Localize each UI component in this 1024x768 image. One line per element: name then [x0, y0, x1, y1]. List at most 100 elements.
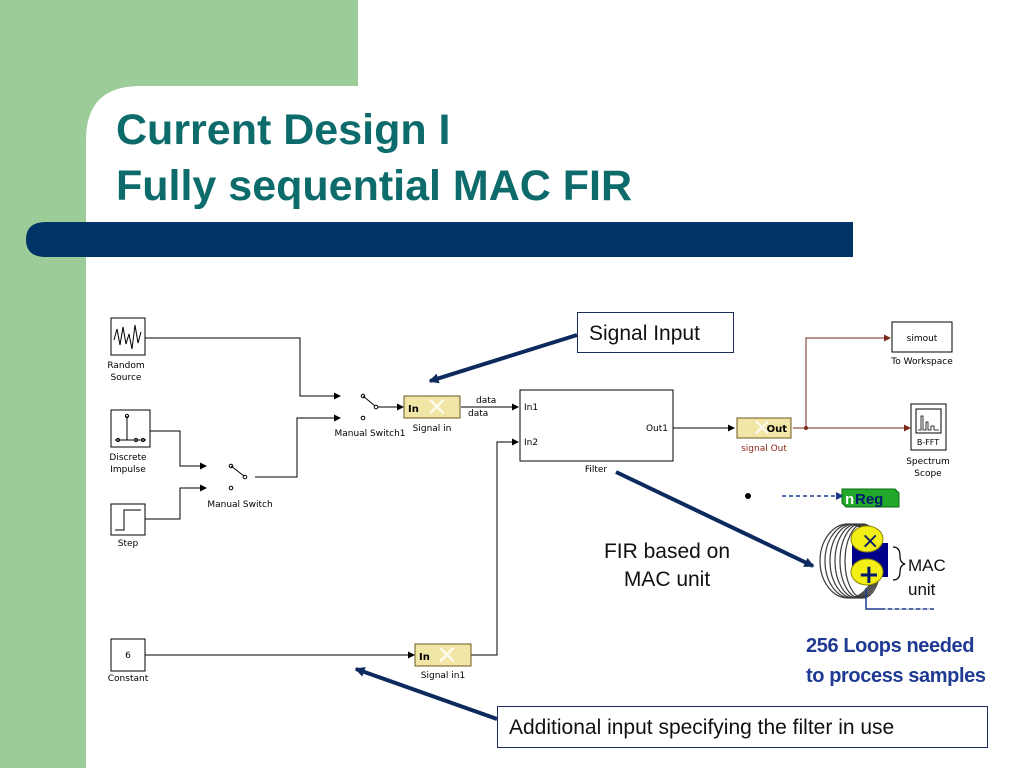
signal-in-port-label: In	[408, 404, 419, 415]
signal-in1-box	[414, 643, 472, 667]
random-source-label-1: Random	[107, 361, 144, 371]
constant-label: Constant	[108, 674, 149, 684]
slide-title-line-2: Fully sequential MAC FIR	[116, 162, 633, 210]
random-signal-icon	[113, 324, 142, 350]
arrow-additional-input	[354, 667, 498, 721]
signal-in1-label: Signal in1	[421, 671, 465, 681]
fir-note-line-2: MAC unit	[623, 568, 711, 591]
spectrum-scope-label-2: Scope	[914, 469, 942, 479]
mac-unit-note: MAC unit	[908, 554, 946, 602]
arrow-signal-input	[428, 333, 578, 384]
switch-output	[242, 474, 248, 480]
multiply-icon: ×	[861, 529, 879, 554]
slide-title-line-1: Current Design I	[116, 106, 451, 154]
branch-point	[804, 426, 808, 430]
signal-in-box	[403, 395, 461, 419]
wire-signalin1-to-filter	[471, 438, 519, 656]
switch1-output	[373, 404, 379, 410]
signal-input-callout: Signal Input	[577, 312, 734, 353]
data-label-top: data	[476, 396, 496, 406]
multiplier-node	[850, 525, 884, 553]
fir-note-line-1: FIR based on	[603, 540, 731, 563]
step-block: Step	[110, 503, 146, 549]
signal-out-port-label: Out	[767, 424, 788, 435]
loops-note-line-2: to process samples	[806, 665, 986, 687]
discrete-impulse-block: Discrete Impulse	[109, 409, 151, 475]
xilinx-x-icon: ✕	[436, 641, 458, 671]
step-label: Step	[118, 539, 139, 549]
scope-screen	[915, 408, 942, 434]
fir-note: FIR based on MAC unit	[572, 538, 762, 594]
simout-label: simout	[907, 334, 938, 344]
constant-value: 6	[125, 651, 131, 661]
reg-label: Reg	[855, 491, 883, 508]
signal-out-block: ✕ Out signal Out	[736, 414, 792, 454]
callout-arrows	[354, 333, 815, 721]
adder-node	[850, 558, 884, 586]
spectrum-scope-block: B-FFT Spectrum Scope	[906, 403, 950, 479]
filter-box	[519, 389, 674, 462]
loops-note: 256 Loops needed to process samples	[806, 631, 986, 691]
signal-out-label: signal Out	[741, 444, 787, 454]
mac-brace	[892, 546, 906, 581]
add-icon: +	[858, 560, 880, 590]
spectrum-icon	[918, 415, 939, 431]
mac-note-line-1: MAC	[908, 556, 946, 575]
impulse-sample-1	[115, 437, 121, 443]
manual-switch-block: Manual Switch	[207, 463, 273, 510]
discrete-impulse-box	[110, 409, 151, 448]
input-dot	[745, 493, 751, 499]
manual-switch-label: Manual Switch	[207, 500, 272, 510]
step-icon	[115, 509, 141, 531]
output-wires	[793, 334, 911, 432]
arrow-filter-to-mac	[615, 470, 815, 568]
wire-random-to-switch1	[145, 337, 341, 400]
xilinx-x-icon: ✕	[752, 414, 772, 442]
manual-switch1-label: Manual Switch1	[334, 429, 405, 439]
signal-in-block: ✕ In Signal in data data	[403, 393, 496, 434]
additional-input-callout: Additional input specifying the filter i…	[497, 706, 988, 748]
manual-switch1-block: Manual Switch1	[334, 393, 406, 439]
sidebar-strip	[0, 0, 86, 768]
to-workspace-block: simout To Workspace	[890, 321, 953, 367]
constant-box	[110, 638, 146, 672]
mac-note-line-2: unit	[908, 580, 936, 599]
mac-output-line	[865, 588, 934, 610]
impulse-sample-2	[133, 437, 139, 443]
wires	[145, 337, 735, 659]
reg-prefix: n	[845, 491, 854, 508]
signal-in1-block: ✕ In Signal in1	[414, 641, 472, 681]
random-source-label-2: Source	[111, 373, 142, 383]
filter-port-out1: Out1	[646, 424, 668, 434]
switch1-contact-bottom	[360, 415, 366, 421]
filter-block: In1 In2 Out1 Filter	[519, 389, 674, 475]
data-label-bottom: data	[468, 409, 488, 419]
constant-block: 6 Constant	[108, 638, 149, 684]
mac-unit-illustration: n Reg × +	[745, 488, 934, 610]
to-workspace-label: To Workspace	[890, 357, 953, 367]
impulse-sample-3	[140, 437, 146, 443]
wire-out-to-workspace	[805, 334, 891, 428]
impulse-dot	[124, 413, 130, 419]
wire-switch-to-switch1	[255, 414, 341, 478]
switch1-lever	[362, 395, 376, 407]
random-source-block: Random Source	[107, 317, 146, 383]
switch-contact-bottom	[228, 485, 234, 491]
signal-in-label: Signal in	[413, 424, 452, 434]
filter-port-in1: In1	[524, 403, 538, 413]
xilinx-x-icon: ✕	[426, 393, 448, 423]
discrete-impulse-label-2: Impulse	[110, 465, 146, 475]
wire-impulse-to-switch	[150, 430, 207, 470]
bfft-label: B-FFT	[917, 438, 939, 447]
to-workspace-box	[891, 321, 953, 353]
wire-step-to-switch	[145, 484, 207, 520]
spectrum-scope-label-1: Spectrum	[906, 457, 950, 467]
loops-note-line-1: 256 Loops needed	[806, 635, 975, 657]
signal-in1-port-label: In	[419, 652, 430, 663]
discrete-impulse-label-1: Discrete	[109, 453, 147, 463]
title-bar	[26, 222, 853, 257]
filter-port-in2: In2	[524, 438, 538, 448]
filter-label: Filter	[585, 465, 608, 475]
